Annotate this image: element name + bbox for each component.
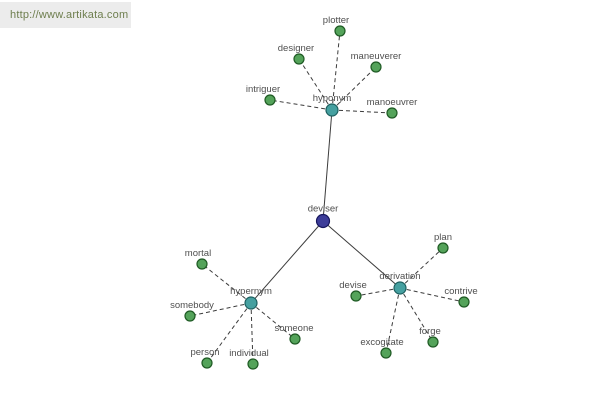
graph-edge-deviser-hyponym xyxy=(322,109,333,222)
graph-node-hypernym[interactable] xyxy=(244,296,258,310)
node-label-designer[interactable]: designer xyxy=(278,43,314,54)
graph-edge-hyponym-intriguer xyxy=(269,99,333,111)
node-label-mortal[interactable]: mortal xyxy=(185,248,211,259)
graph-node-someone[interactable] xyxy=(289,333,301,345)
graph-edge-hyponym-plotter xyxy=(331,30,341,111)
graph-edge-hypernym-somebody xyxy=(189,302,252,317)
graph-node-plan[interactable] xyxy=(437,242,449,254)
graph-node-derivation[interactable] xyxy=(393,281,407,295)
graph-edge-hyponym-maneuverer xyxy=(331,66,377,111)
node-label-excogitate[interactable]: excogitate xyxy=(360,337,403,348)
node-label-manoeuvrer[interactable]: manoeuvrer xyxy=(367,97,418,108)
graph-node-mortal[interactable] xyxy=(196,258,208,270)
graph-node-contrive[interactable] xyxy=(458,296,470,308)
graph-edge-hypernym-someone xyxy=(250,302,296,340)
graph-edge-hypernym-individual xyxy=(250,302,254,365)
graph-edge-derivation-forge xyxy=(399,287,434,343)
node-label-plan[interactable]: plan xyxy=(434,232,452,243)
graph-node-deviser[interactable] xyxy=(315,213,331,229)
graph-node-person[interactable] xyxy=(201,357,213,369)
graph-node-devise[interactable] xyxy=(350,290,362,302)
node-label-derivation[interactable]: derivation xyxy=(379,271,420,282)
node-label-person[interactable]: person xyxy=(190,347,219,358)
graph-edge-derivation-contrive xyxy=(399,287,465,303)
node-label-intriguer[interactable]: intriguer xyxy=(246,84,280,95)
graph-edge-hypernym-mortal xyxy=(201,263,252,304)
node-label-plotter[interactable]: plotter xyxy=(323,15,349,26)
graph-edge-derivation-devise xyxy=(355,287,401,297)
url-text: http://www.artikata.com xyxy=(10,9,129,21)
node-label-hyponym[interactable]: hyponym xyxy=(313,93,352,104)
graph-node-manoeuvrer[interactable] xyxy=(386,107,398,119)
node-label-someone[interactable]: someone xyxy=(274,323,313,334)
graph-edge-derivation-plan xyxy=(399,247,444,289)
graph-node-somebody[interactable] xyxy=(184,310,196,322)
node-label-deviser[interactable]: deviser xyxy=(308,204,339,215)
node-label-maneuverer[interactable]: maneuverer xyxy=(351,51,402,62)
graph-node-forge[interactable] xyxy=(427,336,439,348)
graph-edge-deviser-derivation xyxy=(322,220,401,289)
graph-node-designer[interactable] xyxy=(293,53,305,65)
graph-node-plotter[interactable] xyxy=(334,25,346,37)
graph-edge-hyponym-designer xyxy=(298,58,333,111)
graph-node-intriguer[interactable] xyxy=(264,94,276,106)
graph-node-maneuverer[interactable] xyxy=(370,61,382,73)
url-tooltip: http://www.artikata.com xyxy=(0,2,131,28)
graph-node-excogitate[interactable] xyxy=(380,347,392,359)
graph-node-individual[interactable] xyxy=(247,358,259,370)
node-label-forge[interactable]: forge xyxy=(419,326,441,337)
graph-node-hyponym[interactable] xyxy=(325,103,339,117)
node-label-individual[interactable]: individual xyxy=(229,348,269,359)
node-label-contrive[interactable]: contrive xyxy=(444,286,477,297)
node-label-devise[interactable]: devise xyxy=(339,280,366,291)
graph-edge-hypernym-person xyxy=(206,302,252,364)
node-label-somebody[interactable]: somebody xyxy=(170,300,214,311)
graph-edge-hyponym-manoeuvrer xyxy=(331,109,393,114)
graph-edge-deviser-hypernym xyxy=(250,220,324,304)
node-label-hypernym[interactable]: hypernym xyxy=(230,286,272,297)
